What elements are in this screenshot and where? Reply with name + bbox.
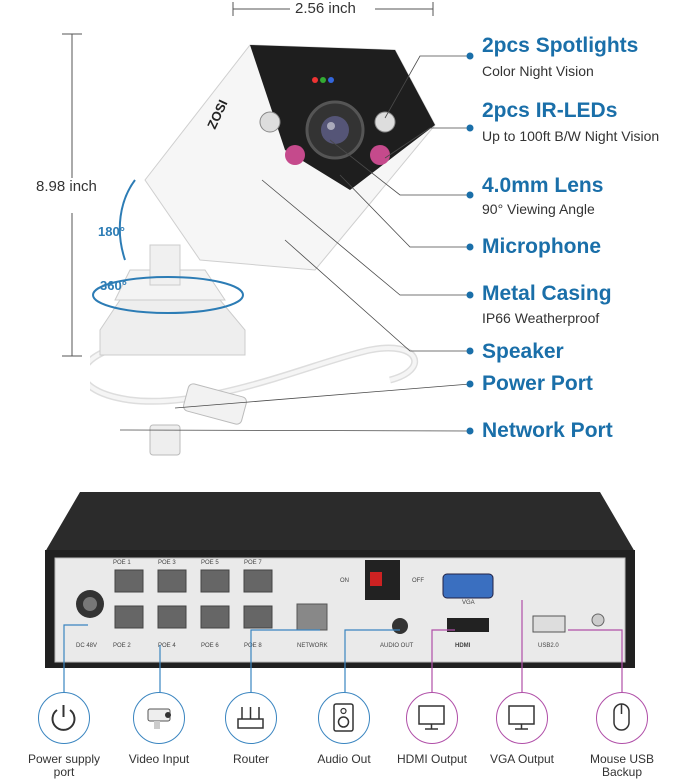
audio-out-button[interactable] [318, 692, 370, 744]
feature-spotlights-title: 2pcs Spotlights [482, 34, 639, 57]
poe6-label: POE 6 [201, 643, 219, 649]
power-supply-label-line1: Power supply [27, 752, 101, 766]
poe2-label: POE 2 [113, 643, 131, 649]
mouse-icon [613, 703, 630, 731]
height-dimension-line [62, 33, 82, 357]
camera-icon [147, 708, 171, 729]
dc-label: DC 48V [76, 643, 98, 649]
poe3-label: POE 3 [158, 560, 176, 566]
router-label: Router [232, 752, 270, 766]
camera-illustration: ZOSI [90, 44, 436, 456]
hdmi-label: HDMI [455, 643, 471, 649]
feature-leader-lines [119, 52, 474, 435]
feature-microphone-title: Microphone [482, 235, 601, 258]
usb-label: USB2.0 [538, 643, 559, 649]
poe1-label: POE 1 [113, 560, 131, 566]
feature-irleds-subtitle: Up to 100ft B/W Night Vision [482, 128, 660, 144]
mouse-usb-label-line1: Mouse USB [589, 752, 655, 766]
poe4-label: POE 4 [158, 643, 176, 649]
height-label: 8.98 inch [36, 178, 97, 195]
width-label: 2.56 inch [295, 0, 356, 17]
vga-label: VGA [462, 600, 475, 606]
feature-casing-subtitle: IP66 Weatherproof [482, 310, 600, 326]
feature-power-port-title: Power Port [482, 372, 593, 395]
monitor-icon [418, 705, 445, 730]
audio-out-label-text: Audio Out [317, 752, 371, 766]
feature-irleds-title: 2pcs IR-LEDs [482, 99, 618, 122]
router-button[interactable] [225, 692, 277, 744]
vga-output-button[interactable] [496, 692, 548, 744]
switch-on-label: ON [340, 578, 349, 584]
hdmi-output-button[interactable] [406, 692, 458, 744]
poe7-label: POE 7 [244, 560, 262, 566]
pan-label: 360° [100, 278, 127, 293]
speaker-icon [333, 703, 354, 732]
feature-casing-title: Metal Casing [482, 282, 612, 305]
mouse-usb-label-line2: Backup [601, 765, 643, 779]
mouse-usb-backup-button[interactable] [596, 692, 648, 744]
monitor-icon [508, 705, 535, 730]
poe5-label: POE 5 [201, 560, 219, 566]
switch-off-label: OFF [412, 578, 424, 584]
vga-output-label: VGA Output [489, 752, 555, 766]
feature-spotlights-subtitle: Color Night Vision [482, 63, 594, 79]
hdmi-output-label: HDMI Output [396, 752, 468, 766]
tilt-label: 180° [98, 224, 125, 239]
feature-lens-subtitle: 90° Viewing Angle [482, 201, 595, 217]
power-supply-port-button[interactable] [38, 692, 90, 744]
feature-lens-title: 4.0mm Lens [482, 174, 604, 197]
nvr-body [45, 492, 635, 668]
audio-out-label: AUDIO OUT [380, 643, 414, 649]
feature-speaker-title: Speaker [482, 340, 564, 363]
feature-network-port-title: Network Port [482, 419, 613, 442]
network-label: NETWORK [297, 643, 328, 649]
connection-lines [63, 600, 623, 692]
power-supply-label-line2: port [53, 765, 75, 779]
power-icon [51, 705, 76, 731]
poe8-label: POE 8 [244, 643, 262, 649]
video-input-label: Video Input [128, 752, 190, 766]
video-input-button[interactable] [133, 692, 185, 744]
router-icon [237, 707, 264, 729]
width-dimension-line [232, 2, 434, 16]
